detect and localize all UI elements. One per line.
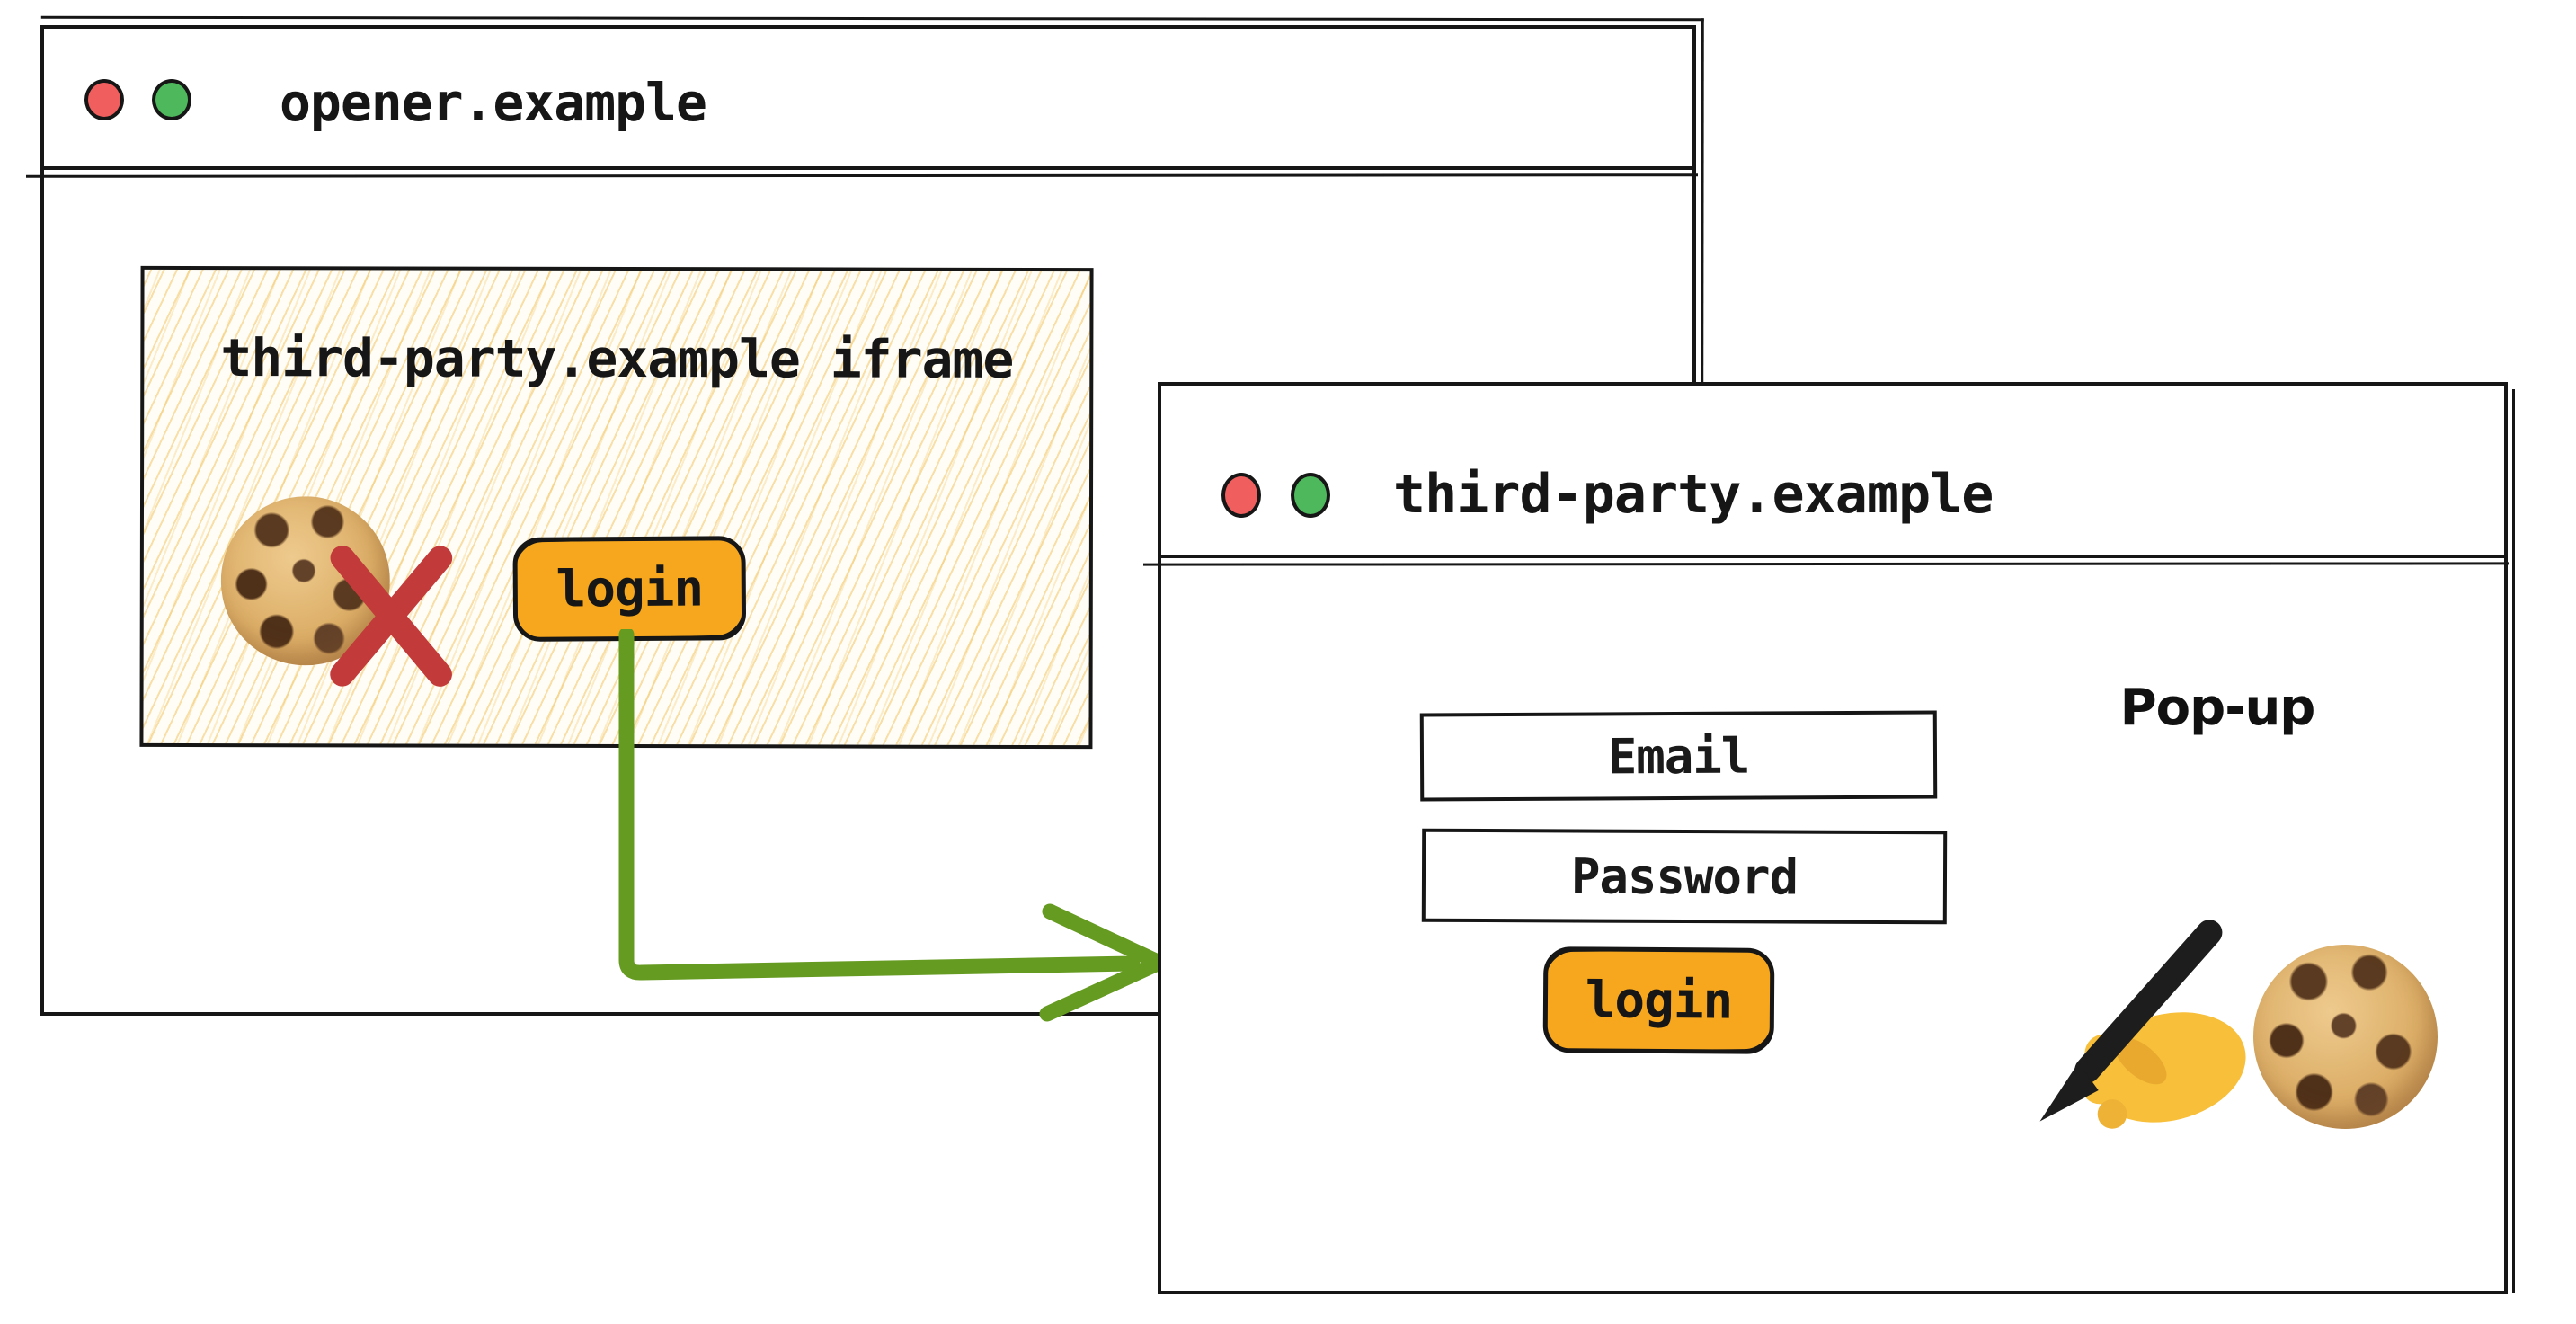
iframe-login-button[interactable]: login [512,536,747,642]
password-field[interactable] [1421,828,1948,925]
iframe-label: third-party.example iframe [220,327,1014,390]
writing-hand-icon [2039,920,2246,1129]
popup-window-title: third-party.example [1393,463,1994,526]
opener-window-title: opener.example [280,72,707,133]
cookie-icon [2253,945,2438,1129]
email-field[interactable] [1419,710,1938,802]
popup-login-button[interactable]: login [1542,946,1775,1054]
flow-arrow-icon [618,629,1168,1022]
popup-window: third-party.example login Pop-up [1158,382,2515,1294]
minimize-button[interactable] [1291,473,1330,518]
popup-label: Pop-up [2119,679,2316,737]
cross-mark-icon [324,539,458,692]
minimize-button[interactable] [152,79,191,120]
close-button[interactable] [1221,473,1261,518]
close-button[interactable] [84,79,124,120]
opener-titlebar: opener.example [44,29,1692,170]
popup-titlebar: third-party.example [1161,386,2504,558]
